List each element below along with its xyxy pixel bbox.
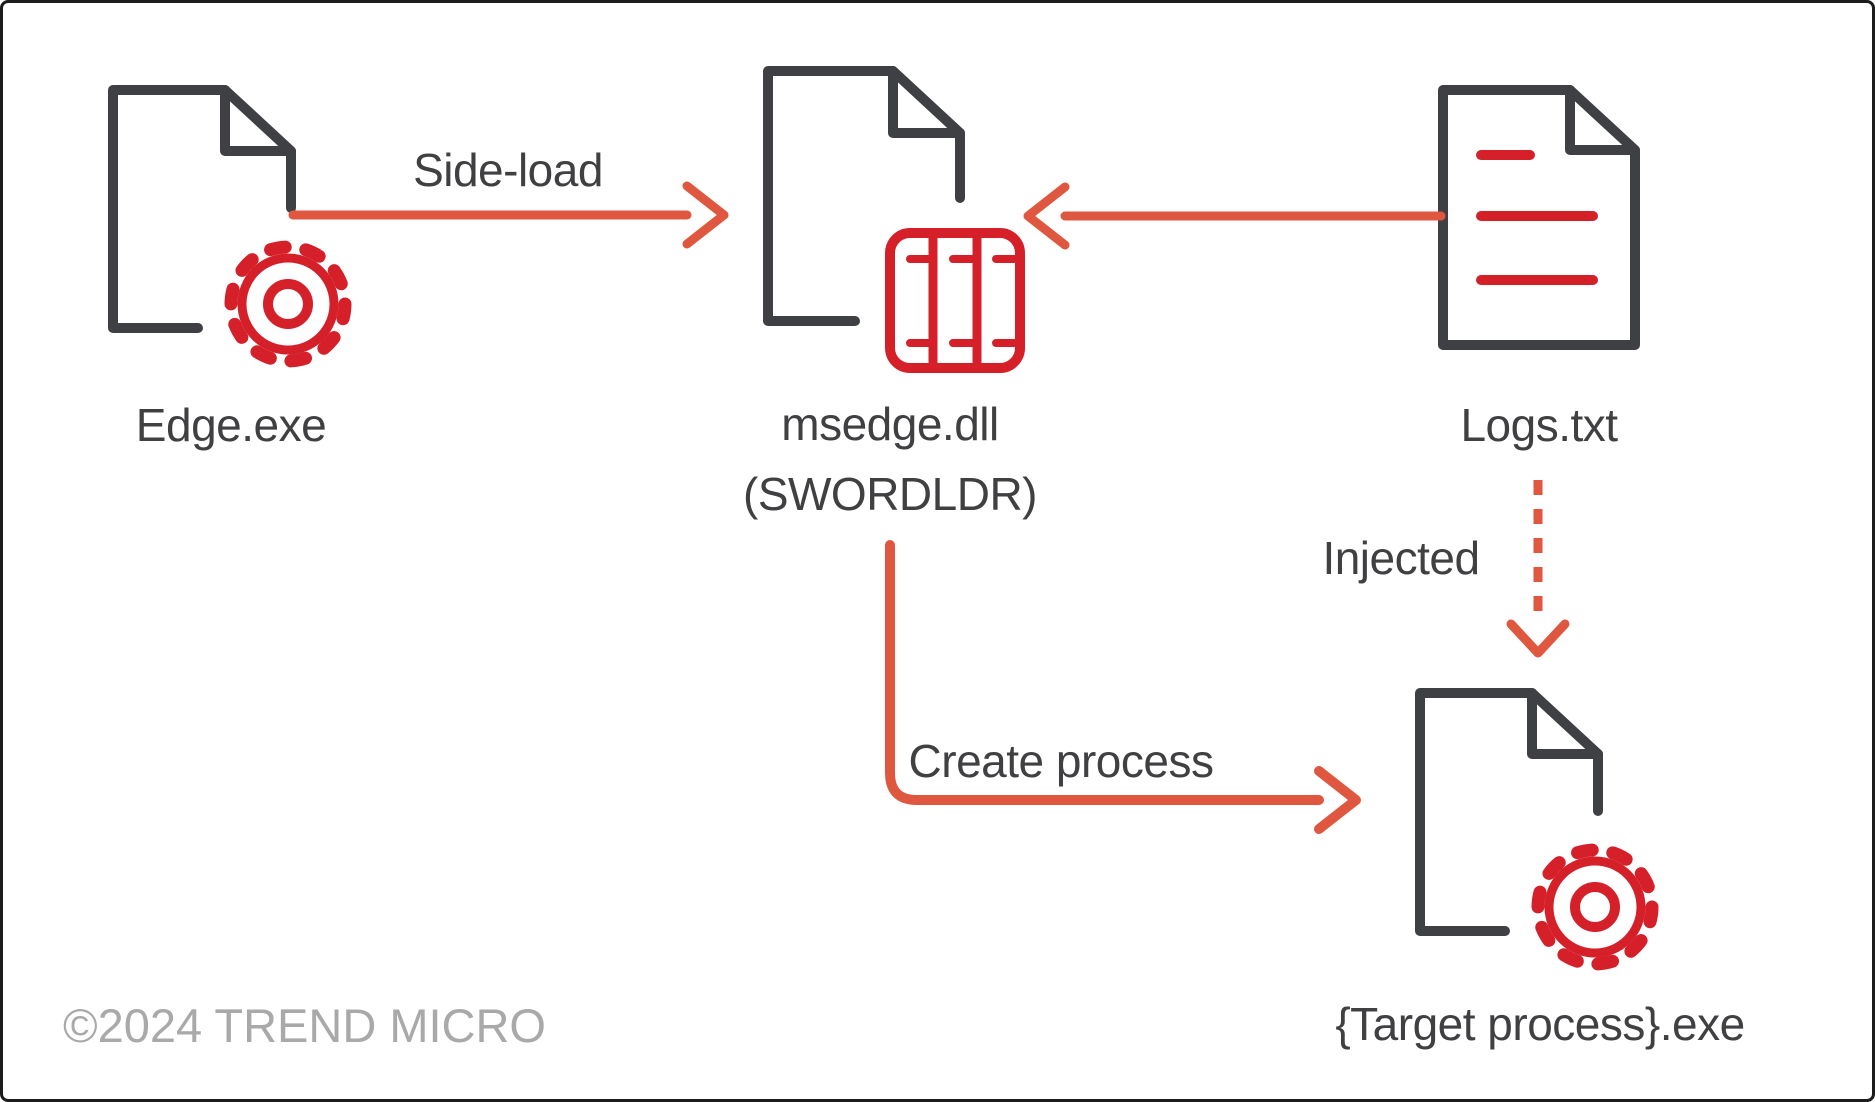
document-icon <box>763 66 965 326</box>
library-icon <box>885 228 1025 373</box>
side-load-arrow <box>288 181 729 249</box>
target-process-file-gear-icon <box>1420 693 1652 964</box>
label-injected: Injected <box>1322 532 1480 584</box>
label-target-process: {Target process}.exe <box>1335 998 1745 1050</box>
document-icon <box>1438 85 1640 350</box>
logs-to-msedge-arrow <box>1023 182 1446 250</box>
msedge-dll-alias: (SWORDLDR) <box>743 467 1037 520</box>
label-edge-exe: Edge.exe <box>135 399 327 451</box>
logs-txt-file-icon <box>1438 85 1640 350</box>
copyright-text: ©2024 TREND MICRO <box>63 999 546 1052</box>
label-create-process: Create process <box>908 735 1214 787</box>
label-logs-txt: Logs.txt <box>1460 399 1618 451</box>
label-side-load: Side-load <box>413 144 603 196</box>
create-process-arrow <box>885 540 1361 834</box>
diagram-graphics <box>3 66 1875 1102</box>
msedge-dll-name: msedge.dll <box>781 398 999 450</box>
msedge-dll-file-library-icon <box>763 66 1025 373</box>
injected-dashed-arrow <box>1506 480 1570 658</box>
label-msedge-dll: msedge.dll (SWORDLDR) <box>743 398 1037 520</box>
text-lines-icon <box>1476 150 1598 285</box>
edge-exe-file-gear-icon <box>113 90 345 361</box>
